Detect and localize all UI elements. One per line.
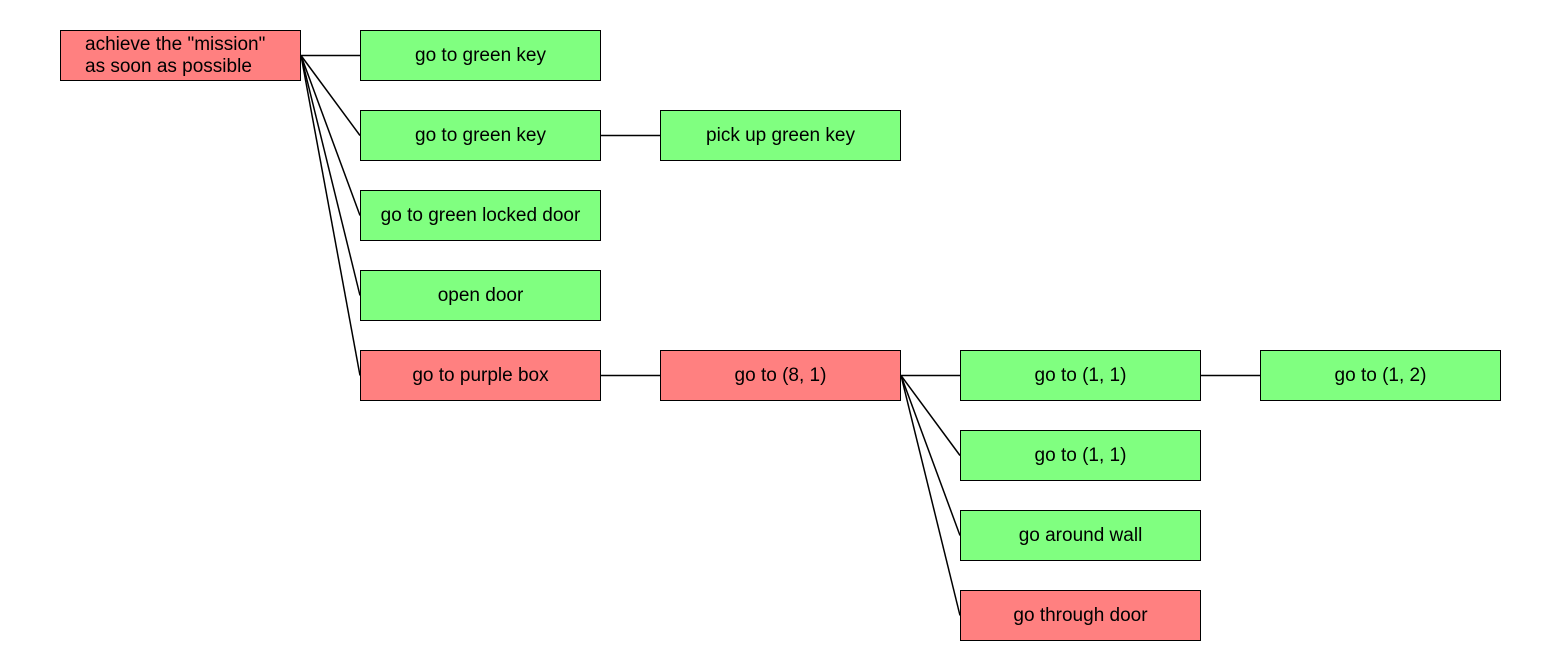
- subgoal-node-go-to-1-1-second: go to (1, 1): [960, 430, 1201, 481]
- edge-root-to-n5: [300, 55, 361, 376]
- subgoal-node-go-to-green-key-1: go to green key: [360, 30, 601, 81]
- subgoal-node-pick-up-green-key: pick up green key: [660, 110, 901, 161]
- subgoal-label: go to green key: [415, 124, 546, 146]
- subgoal-label: go to (1, 2): [1334, 364, 1427, 386]
- subgoal-node-go-through-door: go through door: [960, 590, 1201, 641]
- subgoal-label: go through door: [1013, 604, 1148, 626]
- edge-n5a-to-n5a2: [900, 375, 961, 456]
- root-goal-label: achieve the "mission" as soon as possibl…: [85, 34, 265, 78]
- subgoal-node-go-to-green-key-2: go to green key: [360, 110, 601, 161]
- subgoal-node-go-to-purple-box: go to purple box: [360, 350, 601, 401]
- subgoal-label: go to (1, 1): [1034, 364, 1127, 386]
- subgoal-label: go around wall: [1018, 524, 1143, 546]
- subgoal-node-go-to-1-2: go to (1, 2): [1260, 350, 1501, 401]
- subgoal-node-go-to-green-locked-door: go to green locked door: [360, 190, 601, 241]
- edge-n5a-to-n5a4: [900, 375, 961, 616]
- subgoal-node-go-to-8-1: go to (8, 1): [660, 350, 901, 401]
- subgoal-label: pick up green key: [706, 124, 855, 146]
- root-goal-label-line2: as soon as possible: [85, 55, 252, 77]
- root-goal-node: achieve the "mission" as soon as possibl…: [60, 30, 301, 81]
- edge-root-to-n3: [300, 55, 361, 216]
- subgoal-label: go to (1, 1): [1034, 444, 1127, 466]
- subgoal-label: go to purple box: [412, 364, 549, 386]
- edge-n5a-to-n5a3: [900, 375, 961, 536]
- root-goal-label-line1: achieve the "mission": [85, 33, 266, 55]
- edge-root-to-n2: [300, 55, 361, 136]
- subgoal-label: open door: [437, 284, 524, 306]
- subgoal-label: go to (8, 1): [734, 364, 827, 386]
- subgoal-label: go to green locked door: [380, 204, 581, 226]
- subgoal-node-go-to-1-1-first: go to (1, 1): [960, 350, 1201, 401]
- subgoal-label: go to green key: [415, 44, 546, 66]
- subgoal-node-open-door: open door: [360, 270, 601, 321]
- edge-root-to-n4: [300, 55, 361, 296]
- subgoal-node-go-around-wall: go around wall: [960, 510, 1201, 561]
